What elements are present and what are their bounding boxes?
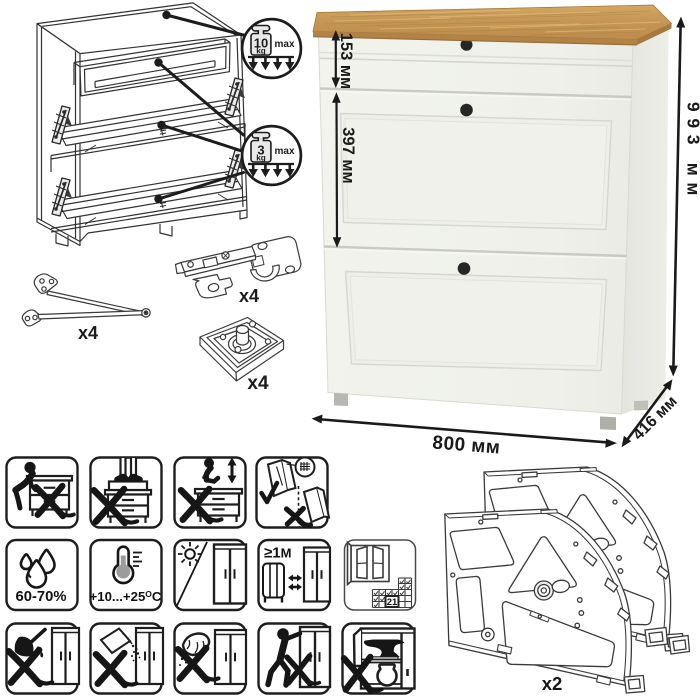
svg-text:153 мм: 153 мм [337, 33, 355, 90]
svg-text:21: 21 [387, 597, 398, 608]
svg-text:3: 3 [257, 143, 264, 158]
svg-text:max: max [275, 39, 295, 50]
svg-text:397 мм: 397 мм [339, 127, 357, 184]
svg-text:800 мм: 800 мм [432, 432, 502, 458]
svg-text:+10...+25OC: +10...+25OC [90, 589, 162, 604]
svg-text:x4: x4 [239, 286, 259, 306]
svg-text:993 мм: 993 мм [683, 102, 700, 202]
svg-text:x4: x4 [78, 323, 98, 343]
svg-text:x4: x4 [247, 373, 269, 394]
svg-text:60-70%: 60-70% [15, 589, 66, 605]
svg-text:kg: kg [256, 154, 266, 163]
svg-text:≥1M: ≥1M [264, 545, 291, 562]
svg-text:x2: x2 [542, 673, 563, 694]
svg-text:max: max [275, 146, 295, 157]
svg-text:10: 10 [254, 36, 268, 51]
svg-text:kg: kg [256, 47, 266, 56]
